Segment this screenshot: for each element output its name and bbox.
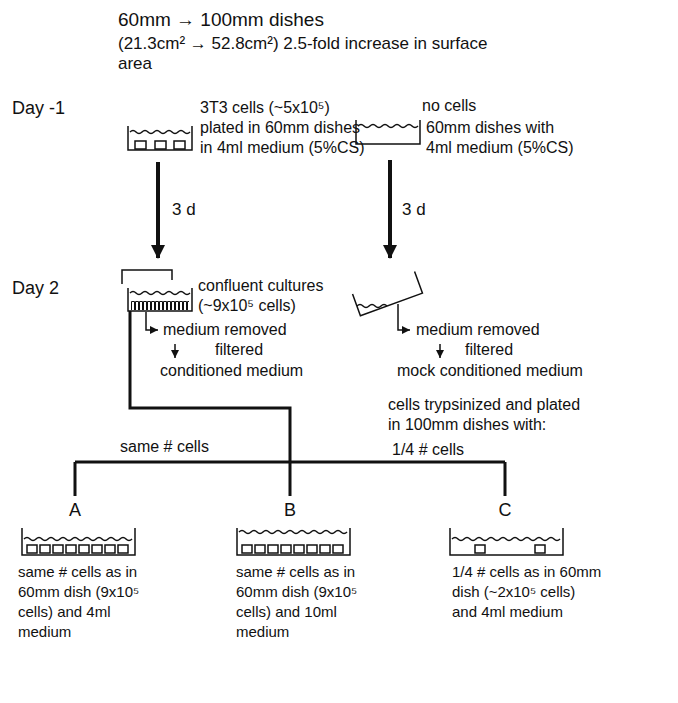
medium [130,131,190,134]
cell [320,545,330,553]
group-description: same # cells as in 60mm dish (9x10⁵ cell… [236,562,386,642]
branch-label: 1/4 # cells [392,440,522,460]
cell [92,545,102,553]
condition-note: confluent cultures (~9x10⁵ cells) [198,276,348,316]
condition-note: 3T3 cells (~5x10⁵) plated in 60mm dishes… [200,98,370,158]
condition-note: 60mm dishes with 4ml medium (5%CS) [426,118,581,158]
medium [24,538,132,541]
group-description: same # cells as in 60mm dish (9x10⁵ cell… [18,562,168,642]
medium [452,538,560,541]
confluent-cells [131,301,189,310]
step-label: filtered [215,340,315,360]
cell [135,141,146,149]
step-label: filtered [465,340,565,360]
group-description: 1/4 # cells as in 60mm dish (~2x10⁵ cell… [452,562,602,622]
condition-note: no cells [422,96,542,116]
cell [294,545,304,553]
cell [105,545,115,553]
dish [128,288,192,311]
branch-label: same # cells [120,437,250,457]
duration-label: 3 d [402,200,452,220]
medium [358,125,418,128]
cell [174,141,185,149]
step-label: medium removed [416,320,576,340]
dish [356,120,420,144]
lid [122,270,172,284]
result-label: conditioned medium [160,361,350,381]
cell [53,545,63,553]
subtitle: (21.3cm² → 52.8cm²) 2.5-fold increase in… [118,34,498,74]
day-label: Day -1 [12,98,92,118]
group-letter: A [60,500,90,520]
medium [239,531,347,534]
cell [475,545,485,553]
cell [333,545,343,553]
day-label: Day 2 [12,278,92,298]
dish [128,126,192,150]
step-label: cells trypsinized and plated in 100mm di… [388,395,593,435]
tilted-dish [353,271,423,315]
cell [281,545,291,553]
dish [353,271,423,315]
dish [237,528,350,555]
result-label: mock conditioned medium [397,361,627,381]
cell [79,545,89,553]
medium [130,292,190,295]
cell [268,545,278,553]
cell [27,545,37,553]
arrow [388,160,392,258]
cell [40,545,50,553]
medium [357,305,387,308]
dish [450,528,563,555]
cell [535,545,545,553]
cell [242,545,252,553]
arrow [174,344,176,358]
dish [22,528,135,555]
step-label: medium removed [163,320,323,340]
duration-label: 3 d [172,200,222,220]
cell [66,545,76,553]
group-letter: C [490,500,520,520]
group-letter: B [275,500,305,520]
cell [255,545,265,553]
cell [118,545,128,553]
split-line [75,462,505,496]
arrow [146,312,158,330]
cell [155,141,166,149]
arrow [156,162,160,258]
arrow [398,304,410,330]
arrow [439,344,441,358]
cell [307,545,317,553]
heading: 60mm → 100mm dishes [118,8,324,32]
